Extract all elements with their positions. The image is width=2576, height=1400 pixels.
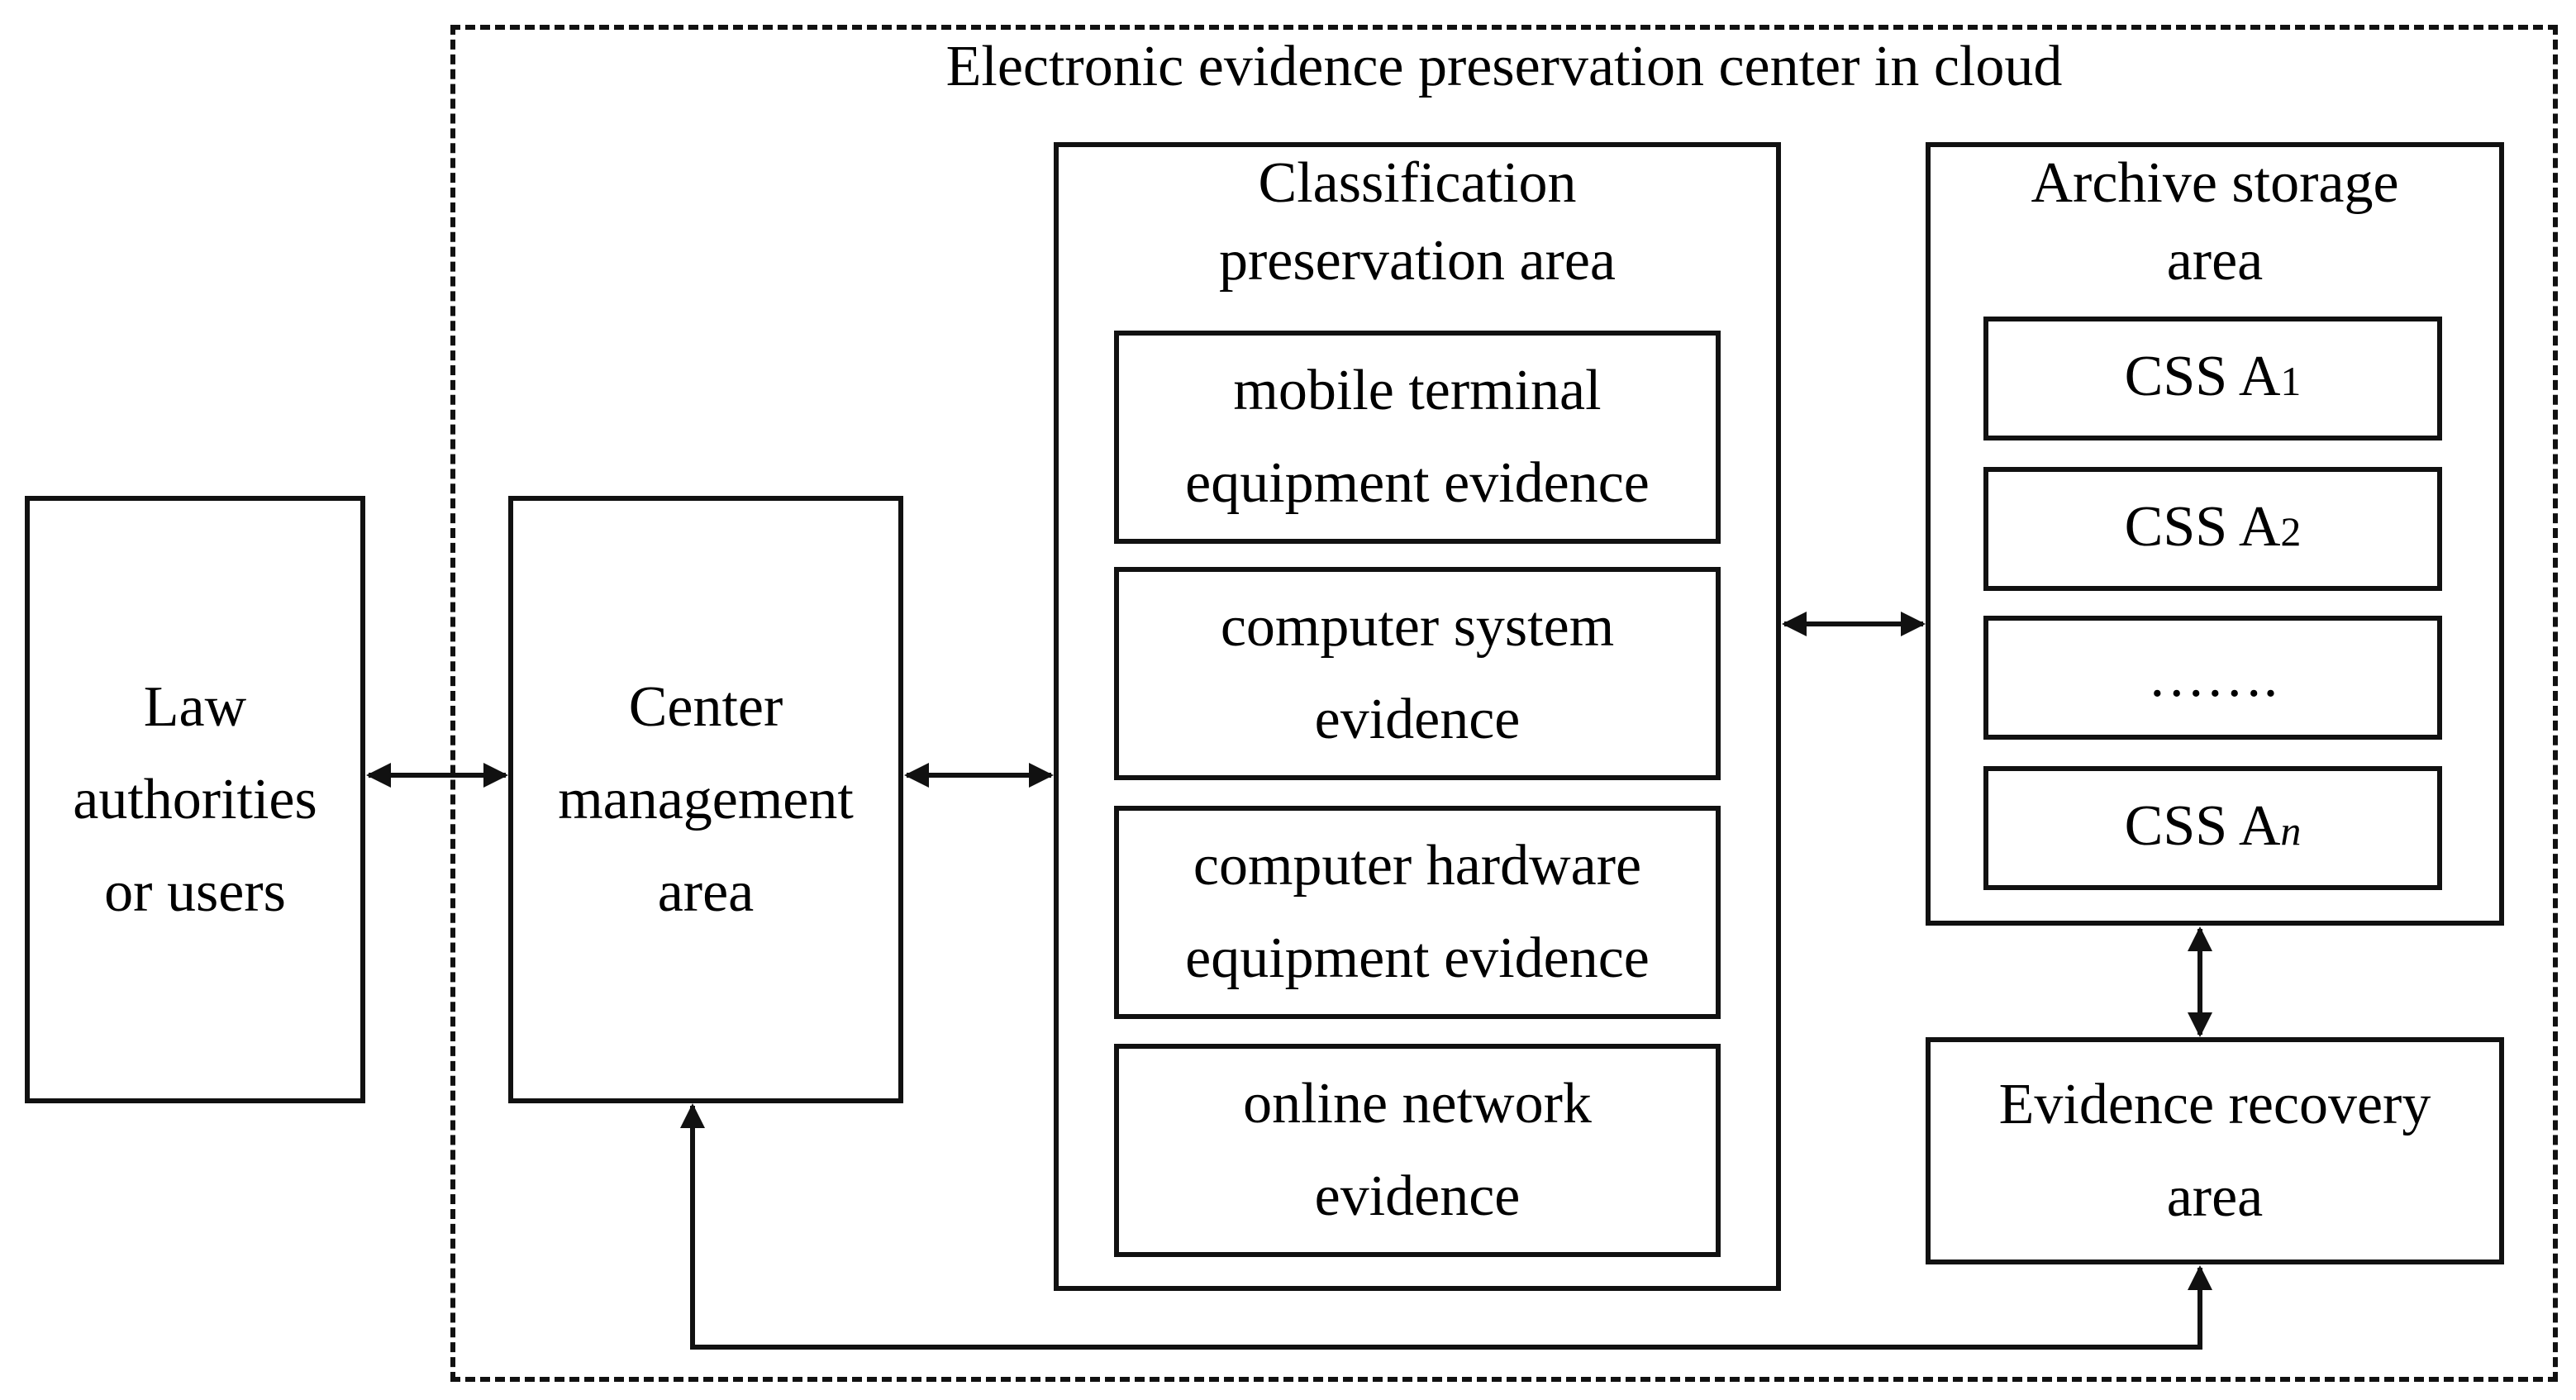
arrow-recovery-to-center (680, 1103, 2212, 1350)
archive-item-css-a2: CSS A2 (1983, 467, 2442, 591)
classification-item-hardware: computer hardware equipment evidence (1114, 806, 1721, 1019)
archive-item-subscript: 2 (2280, 507, 2302, 555)
law-authorities-label: Law authorities or users (73, 674, 317, 924)
archive-item-css-an: CSS An (1983, 766, 2442, 890)
center-management-box: Center management area (508, 496, 903, 1103)
archive-item-label: CSS A2 (2124, 494, 2302, 559)
archive-item-subscript: 1 (2280, 357, 2302, 404)
classification-item-computer-system: computer system evidence (1114, 567, 1721, 780)
cloud-center-title: Electronic evidence preservation center … (945, 35, 2063, 98)
center-management-label: Center management area (558, 674, 854, 924)
classification-item-label: mobile terminal equipment evidence (1185, 359, 1650, 515)
archive-item-ellipsis: ……. (1983, 616, 2442, 740)
classification-area-title: Classification preservation area (1219, 151, 1616, 293)
archive-item-label: CSS An (2124, 793, 2302, 858)
archive-item-css-a1: CSS A1 (1983, 317, 2442, 440)
classification-item-mobile: mobile terminal equipment evidence (1114, 331, 1721, 544)
classification-item-label: computer hardware equipment evidence (1185, 834, 1650, 990)
classification-item-label: computer system evidence (1220, 595, 1615, 751)
archive-item-label: CSS A1 (2124, 344, 2302, 408)
archive-storage-title: Archive storage area (2031, 151, 2399, 293)
archive-item-subscript: n (2280, 807, 2302, 854)
law-authorities-box: Law authorities or users (25, 496, 365, 1103)
archive-item-label: ……. (2147, 645, 2278, 709)
cloud-center-boundary (450, 25, 2558, 1382)
